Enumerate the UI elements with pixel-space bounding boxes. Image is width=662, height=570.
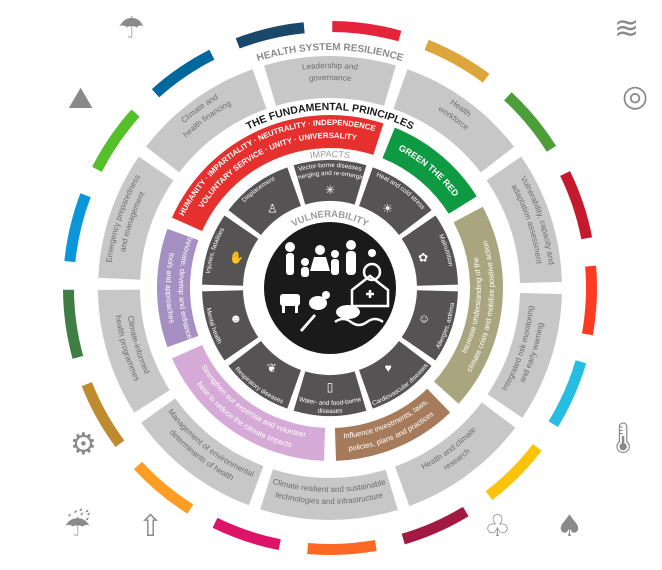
mosquito-icon: ✳ [325, 183, 335, 197]
impact-segment [202, 215, 259, 286]
health-system-label: governance [308, 73, 352, 83]
ambition-innovate-develop-band [157, 228, 199, 348]
health-system-segment [487, 292, 562, 418]
impact-segment [228, 167, 301, 236]
ambition-strengthen-expertise-band [171, 344, 326, 461]
impact-label: Vector-borne diseases [298, 162, 363, 173]
cyclone-icon: ◎ [622, 79, 649, 114]
sdg-ring-segment [424, 39, 490, 83]
air-pollution-factory-car-icon: ⚙ [70, 427, 97, 462]
sdg-ring-segment [504, 92, 557, 152]
mental-health-icon: ☻ [230, 312, 243, 326]
sdg-ring-segment [212, 517, 281, 551]
water-glass-icon: ▯ [327, 380, 334, 394]
sdg-ring-segment [235, 22, 305, 49]
health-system-segment [145, 69, 267, 173]
vulnerability-circle [264, 222, 396, 354]
heavy-rain-icon: ☂ [118, 11, 145, 46]
vulnerability-center [264, 222, 396, 354]
impacts-heading: IMPACTS [309, 149, 350, 160]
impact-label: diseases [317, 407, 342, 415]
impact-segment [293, 371, 367, 417]
sdg-ring-segment [485, 444, 542, 500]
health-system-segment [486, 156, 562, 284]
sdg-ring-segment [307, 540, 377, 555]
ambition-increase-understanding-band [434, 206, 503, 404]
health-system-ring: Leadership andgovernanceHealthworkforceV… [98, 55, 562, 520]
heat-thermometer-icon: 🌡 [604, 421, 643, 456]
health-system-segment [260, 469, 398, 520]
livestock-and-crops-icon [280, 291, 330, 332]
lungs-icon: ❦ [267, 361, 277, 375]
health-system-segment [141, 398, 264, 506]
impact-segment [293, 160, 367, 205]
sdg-ring-segment [560, 171, 593, 240]
impact-segment [401, 290, 458, 361]
ambition-label: tools and approaches [164, 252, 177, 324]
vulnerable-people-icon [285, 240, 382, 282]
heat-stress-icon: ☀ [382, 202, 393, 216]
health-system-segment [393, 69, 515, 173]
ambitions-heading: AMBITIONS [0, 0, 4, 3]
green-the-red-band [382, 127, 477, 214]
sdg-ring-segment [133, 461, 194, 514]
health-system-segment [394, 402, 516, 507]
sdg-ring-segment [548, 360, 587, 428]
impact-segment [359, 340, 432, 409]
flood-icon: ☔ [64, 509, 91, 544]
impact-segment [359, 167, 432, 236]
impact-segment [202, 290, 259, 361]
health-system-label: Leadership and [302, 61, 359, 72]
sdg-ring-segment [64, 193, 91, 263]
bandaged-hand-icon: ✋ [229, 251, 244, 265]
health-system-segment [98, 156, 174, 280]
drought-icon: ♧ [484, 509, 511, 544]
fundamental-principles-band [171, 115, 384, 232]
allergies-icon: ☺ [418, 312, 430, 326]
wind-icon: ≋ [614, 11, 640, 46]
landslide-icon: ⛰ [68, 81, 94, 116]
sdg-ring-segment [151, 49, 215, 98]
sdg-ring-segment [581, 265, 597, 336]
impact-label: Water- and food-borne [298, 396, 362, 407]
health-system-segment [98, 289, 170, 413]
health-system-segment [264, 55, 396, 106]
ambition-influence-investments-band [334, 388, 451, 461]
heart-icon: ♥ [385, 361, 392, 375]
impact-segment [401, 215, 458, 286]
sdg-ring-segment [92, 109, 140, 172]
sdg-color-ring [63, 21, 597, 555]
sdg-ring-segment [81, 382, 125, 448]
flood-house-icon [334, 274, 390, 327]
displaced-person-icon: ♙ [267, 202, 278, 216]
wildfire-icon: ♠ [556, 509, 583, 544]
malnutrition-icon: ✿ [418, 251, 428, 265]
sdg-ring-segment [401, 506, 469, 545]
sdg-ring-segment [63, 289, 84, 359]
impact-segment [228, 340, 301, 409]
sea-level-rise-icon: ⇧ [138, 509, 164, 544]
sdg-ring-segment [332, 21, 402, 42]
